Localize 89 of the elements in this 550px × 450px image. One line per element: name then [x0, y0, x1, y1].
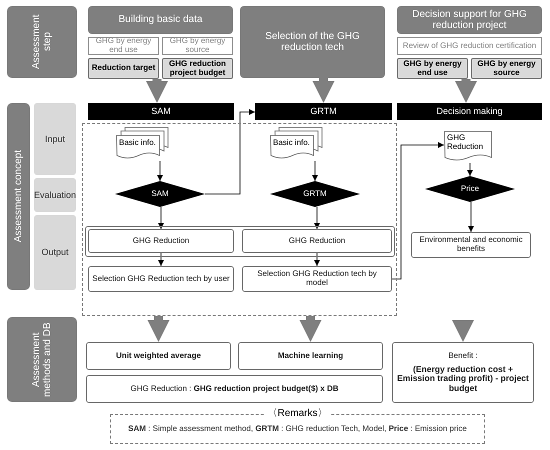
remarks-heading: 〈Remarks〉 — [264, 408, 330, 420]
row-header-panel — [7, 317, 77, 402]
step-panel — [240, 6, 385, 78]
data-item-box — [397, 58, 468, 79]
arrow — [468, 202, 474, 232]
process-box — [411, 232, 531, 258]
arrow — [392, 142, 444, 280]
process-box — [392, 342, 534, 403]
row-header-panel — [7, 103, 30, 290]
remarks-text: SAM : Simple assessment method, GRTM : GHG reduction Tech, Model, Price : Emission price — [128, 424, 467, 434]
arrow — [312, 160, 318, 182]
block-arrow — [455, 79, 477, 103]
arrow — [467, 162, 473, 176]
arrow — [204, 109, 256, 194]
block-arrow — [300, 316, 322, 342]
document-text: Basic info. — [119, 139, 156, 148]
box-text: GHG Reduction — [288, 236, 346, 246]
arrow — [314, 206, 320, 230]
box-text: Benefit : — [448, 352, 478, 361]
decision-diamond — [425, 176, 515, 202]
row-label: Evaluation — [34, 190, 76, 200]
method-bar — [397, 103, 542, 120]
decision-text: Price — [460, 184, 480, 194]
method-heading: SAM — [151, 106, 171, 117]
box-text: (Energy reduction cost + Emission trading profit) - project budget — [396, 364, 530, 394]
row-label-panel — [34, 215, 76, 290]
box-text: Selection GHG Reduction tech by model — [256, 270, 378, 288]
data-item-box — [397, 37, 542, 55]
process-box — [238, 342, 383, 370]
decision-diamond — [270, 181, 360, 207]
block-arrow — [452, 320, 474, 342]
arrow — [157, 160, 163, 182]
data-item-box — [88, 37, 159, 55]
method-heading: Decision making — [436, 106, 503, 117]
box-text: GHG Reduction : GHG reduction project budget($) x DB — [130, 384, 339, 394]
item-text: GHG by energy end use — [402, 60, 463, 78]
dashed-container — [82, 123, 397, 316]
data-item-box — [162, 58, 233, 79]
arrow — [158, 252, 164, 266]
step-panel — [88, 6, 233, 34]
row-label-panel — [34, 178, 76, 212]
document-shape — [444, 131, 492, 163]
box-text: Environmental and economic benefits — [418, 236, 524, 254]
step-heading: Selection of the GHG reduction tech — [264, 30, 361, 54]
step-heading: Decision support for GHG reduction project — [411, 8, 528, 32]
row-heading: Assessment step — [30, 14, 54, 72]
item-text: GHG reduction project budget — [168, 60, 227, 78]
document-text: GHG Reduction — [447, 134, 484, 152]
process-box — [242, 266, 392, 292]
method-bar — [255, 103, 392, 120]
row-heading: Assessment concept — [12, 150, 24, 243]
item-text: Review of GHG reduction certification — [402, 42, 536, 50]
method-heading: GRTM — [310, 106, 337, 117]
arrow — [158, 206, 164, 230]
decision-diamond — [115, 181, 205, 207]
arrow — [314, 252, 320, 266]
output-frame — [85, 226, 395, 257]
document-text: Basic info. — [273, 139, 310, 148]
item-text: GHG by energy source — [476, 60, 537, 78]
block-arrow — [148, 316, 170, 342]
row-heading: Assessment methods and DB — [30, 321, 54, 399]
decision-text: SAM — [151, 190, 169, 198]
process-box — [88, 229, 234, 253]
step-heading: Building basic data — [118, 14, 202, 26]
process-box — [86, 375, 383, 403]
item-text: Reduction target — [92, 64, 156, 73]
box-text: Machine learning — [278, 352, 344, 360]
process-box — [242, 229, 392, 253]
decision-text: GRTM — [303, 190, 327, 198]
block-arrow — [146, 79, 168, 103]
step-panel — [397, 6, 542, 34]
row-label-panel — [34, 103, 76, 175]
document-stack-shape — [270, 127, 324, 161]
item-text: GHG by energy end use — [94, 37, 152, 55]
box-text: Unit weighted average — [116, 352, 201, 360]
block-arrow — [312, 78, 334, 103]
row-label: Output — [41, 247, 69, 258]
data-item-box — [162, 37, 233, 55]
row-header-panel — [7, 6, 77, 78]
box-text: Selection GHG Reduction tech by user — [92, 274, 230, 284]
data-item-box — [88, 58, 159, 79]
data-item-box — [471, 58, 542, 79]
process-box — [86, 342, 231, 370]
box-text: GHG Reduction — [132, 236, 190, 246]
process-box — [88, 266, 234, 292]
row-label: Input — [44, 134, 66, 144]
method-bar — [88, 103, 234, 120]
document-stack-shape — [116, 127, 170, 161]
item-text: GHG by energy source — [168, 37, 226, 55]
